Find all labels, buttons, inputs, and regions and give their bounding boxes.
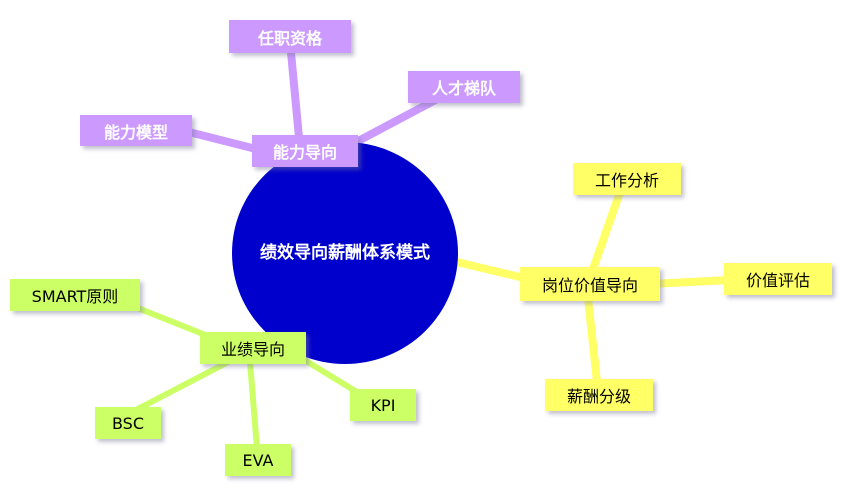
node-performance-orientation[interactable]: 业绩导向: [200, 332, 306, 364]
edge-position-jobanalysis: [588, 190, 624, 274]
node-label: 业绩导向: [220, 340, 285, 359]
node-qualification[interactable]: 任职资格: [229, 20, 351, 53]
node-label: EVA: [242, 450, 274, 470]
node-talent-ladder[interactable]: 人才梯队: [408, 71, 520, 103]
node-label: 人才梯队: [431, 79, 496, 98]
node-eva[interactable]: EVA: [225, 444, 291, 476]
node-label: 价值评估: [745, 271, 810, 290]
edge-position-valueeval: [649, 276, 731, 288]
node-bsc[interactable]: BSC: [95, 407, 161, 439]
node-label: KPI: [370, 395, 396, 415]
node-ability-model[interactable]: 能力模型: [80, 115, 192, 146]
node-label: SMART原则: [31, 287, 119, 306]
node-label: 薪酬分级: [566, 387, 631, 406]
node-position-value-orientation[interactable]: 岗位价值导向: [520, 267, 660, 301]
node-salary-grading[interactable]: 薪酬分级: [545, 379, 653, 411]
edge-ability-model: [184, 127, 261, 154]
edge-ability-qualification: [286, 41, 304, 149]
edge-performance-eva: [247, 361, 260, 449]
edge-position-salarygrade: [584, 297, 601, 383]
node-label: BSC: [111, 413, 145, 433]
node-value-evaluation[interactable]: 价值评估: [724, 263, 832, 295]
node-job-analysis[interactable]: 工作分析: [573, 163, 681, 195]
center-node[interactable]: 绩效导向薪酬体系模式: [232, 142, 458, 364]
node-label: 工作分析: [594, 171, 659, 190]
node-kpi[interactable]: KPI: [350, 389, 416, 421]
center-node-label: 绩效导向薪酬体系模式: [260, 242, 430, 263]
node-label: 能力导向: [272, 143, 337, 162]
edge-performance-bsc: [130, 357, 234, 415]
node-label: 能力模型: [103, 122, 168, 142]
node-label: 岗位价值导向: [541, 276, 638, 295]
node-ability-orientation[interactable]: 能力导向: [252, 135, 358, 167]
node-label: 任职资格: [257, 28, 322, 48]
node-smart-principle[interactable]: SMART原则: [10, 279, 140, 311]
